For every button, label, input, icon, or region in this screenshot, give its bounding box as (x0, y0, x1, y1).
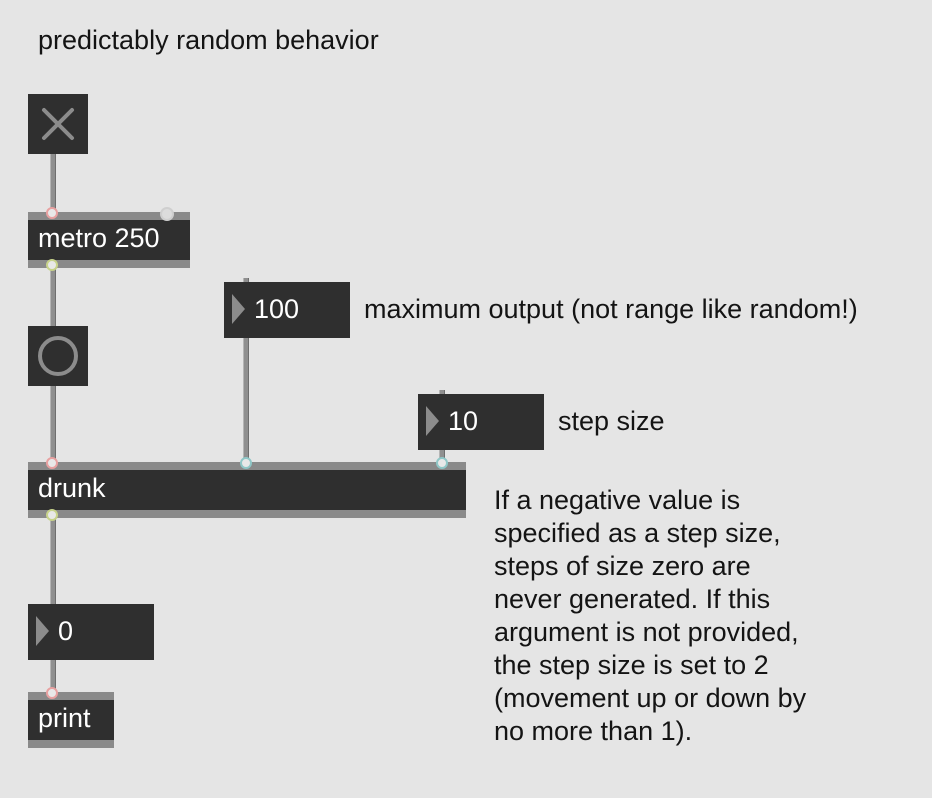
print-inlet[interactable] (46, 687, 58, 699)
note-line: specified as a step size, (494, 518, 781, 548)
drunk-object[interactable]: drunk (28, 462, 466, 518)
triangle-right-icon (36, 616, 49, 646)
note-line: the step size is set to 2 (494, 650, 769, 680)
note-line: argument is not provided, (494, 617, 799, 647)
cord-toggle-to-metro[interactable] (50, 153, 56, 213)
triangle-right-icon (232, 294, 245, 324)
triangle-right-icon (426, 406, 439, 436)
max-output-value: 100 (254, 294, 300, 324)
metro-outlet[interactable] (46, 259, 58, 271)
drunk-right-inlet[interactable] (436, 457, 448, 469)
output-number-box[interactable]: 0 (28, 604, 154, 660)
note-line: no more than 1). (494, 716, 693, 746)
drunk-middle-inlet[interactable] (240, 457, 252, 469)
note-comment: If a negative value is specified as a st… (494, 484, 806, 748)
cord-number-to-print[interactable] (50, 658, 56, 694)
print-object[interactable]: print (28, 692, 114, 748)
drunk-outlet[interactable] (46, 509, 58, 521)
max-output-number-box[interactable]: 100 (224, 282, 350, 338)
cord-button-to-drunk[interactable] (50, 385, 56, 463)
circle-bang-icon (38, 336, 78, 376)
print-inlet-bar (28, 692, 114, 700)
metro-outlet-bar (28, 260, 190, 268)
step-size-comment: step size (558, 406, 665, 436)
note-line: steps of size zero are (494, 551, 751, 581)
step-size-value: 10 (448, 406, 479, 436)
output-value: 0 (58, 616, 74, 646)
cord-metro-to-button[interactable] (50, 266, 56, 326)
note-line: If a negative value is (494, 485, 741, 515)
metro-left-inlet[interactable] (46, 207, 58, 219)
print-label: print (38, 703, 91, 733)
cord-drunk-to-number[interactable] (50, 516, 56, 604)
note-line: (movement up or down by (494, 683, 807, 713)
step-size-number-box[interactable]: 10 (418, 394, 544, 450)
metro-label: metro 250 (38, 223, 160, 253)
metro-right-inlet[interactable] (160, 207, 174, 221)
print-bottom-bar (28, 740, 114, 748)
metro-inlet-bar (28, 212, 190, 220)
max-output-comment: maximum output (not range like random!) (364, 294, 858, 324)
title-comment: predictably random behavior (38, 25, 379, 55)
metro-object[interactable]: metro 250 (28, 212, 190, 268)
toggle[interactable] (28, 94, 88, 154)
drunk-label: drunk (38, 473, 106, 503)
note-line: never generated. If this (494, 584, 771, 614)
x-toggle-icon (42, 108, 74, 140)
drunk-outlet-bar (28, 510, 466, 518)
bang-button[interactable] (28, 326, 88, 386)
drunk-left-inlet[interactable] (46, 457, 58, 469)
cord-max-to-drunk[interactable] (243, 278, 249, 463)
